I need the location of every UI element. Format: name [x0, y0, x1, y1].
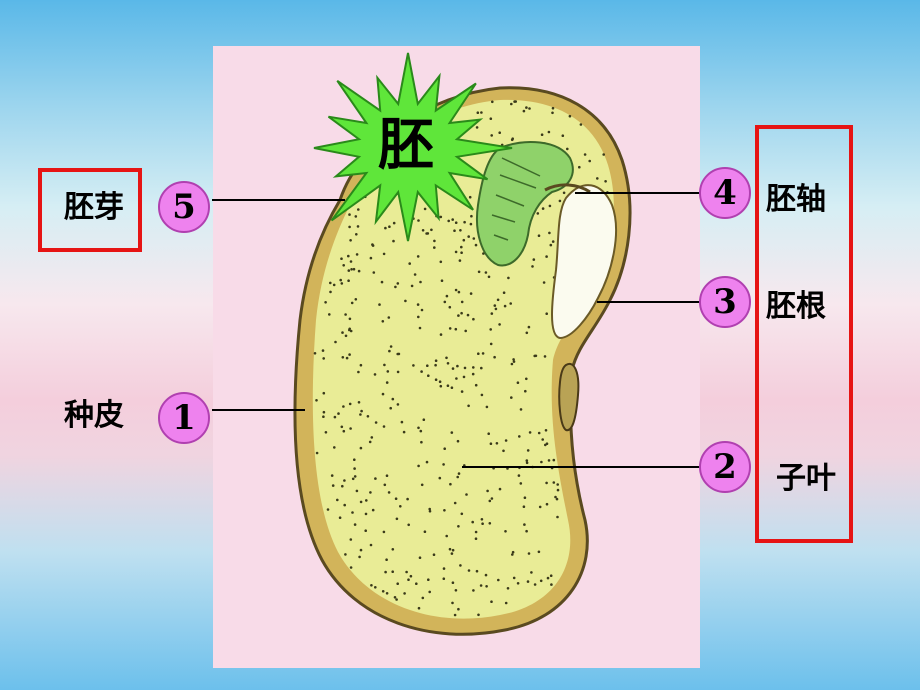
- embryo-title: 胚: [378, 113, 434, 178]
- embryo-parts-highlight-box: [755, 125, 853, 543]
- number-circle-3: 3: [699, 276, 751, 328]
- plumule-highlight-box: [38, 168, 142, 252]
- burst-star: [313, 52, 513, 242]
- leader-lines: [212, 192, 700, 468]
- radicle-shape: [551, 184, 618, 340]
- label-seed-coat: 种皮: [64, 398, 124, 433]
- label-cotyledon: 子叶: [776, 461, 836, 496]
- plumule-shape: [476, 141, 574, 267]
- number-circle-1: 1: [158, 392, 210, 444]
- label-hypocotyl: 胚轴: [766, 182, 826, 217]
- number-circle-4: 4: [699, 167, 751, 219]
- number-circle-2: 2: [699, 441, 751, 493]
- label-plumule: 胚芽: [64, 190, 124, 225]
- label-radicle: 胚根: [766, 289, 826, 324]
- cotyledon-shape: [312, 99, 614, 619]
- hypocotyl-shape: [544, 183, 591, 194]
- number-circle-5: 5: [158, 181, 210, 233]
- hilum-shape: [558, 362, 580, 432]
